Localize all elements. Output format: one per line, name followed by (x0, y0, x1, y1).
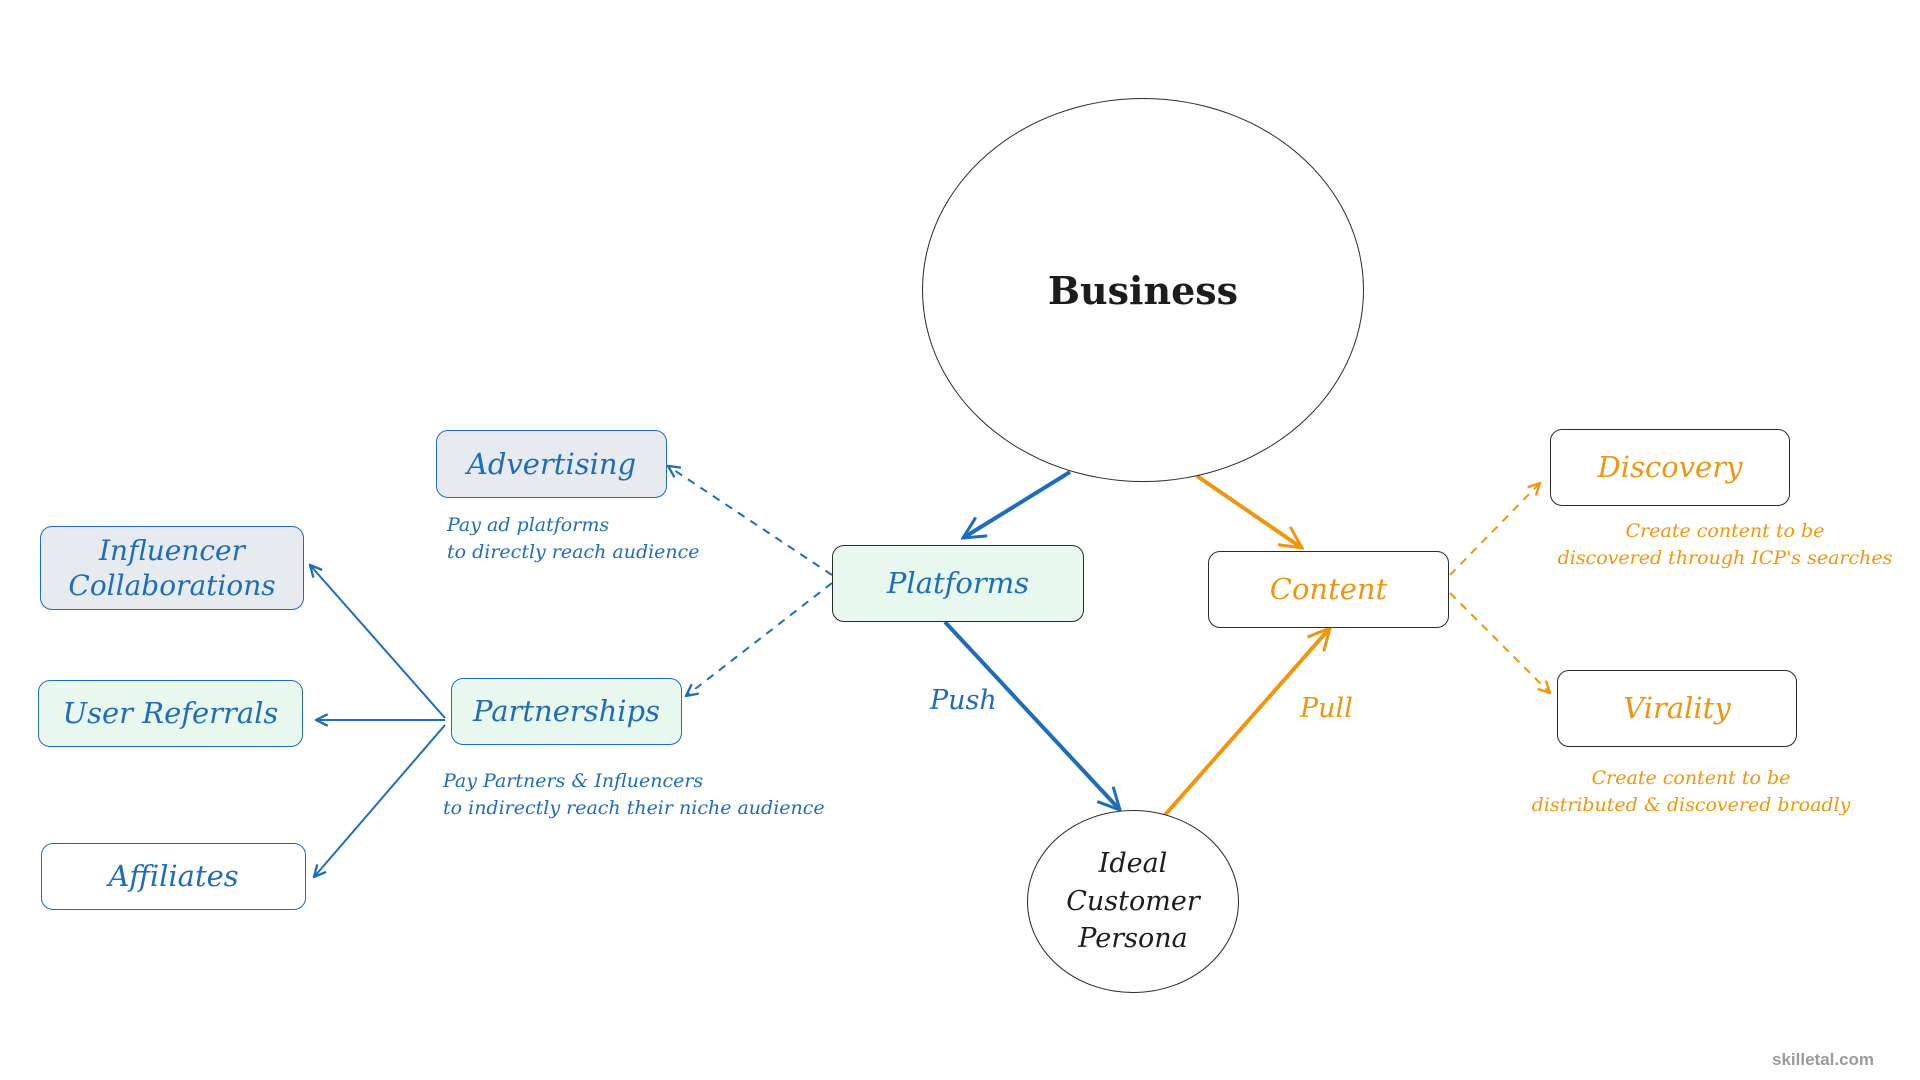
node-virality-label: Virality (1623, 691, 1731, 726)
node-influencer-collaborations: Influencer Collaborations (40, 526, 304, 610)
node-platforms-label: Platforms (886, 566, 1030, 601)
node-advertising: Advertising (436, 430, 667, 498)
edge-icp-content (1163, 628, 1330, 817)
node-business: Business (922, 98, 1364, 482)
node-advertising-label: Advertising (466, 446, 637, 481)
note-advertising: Pay ad platforms to directly reach audie… (447, 514, 700, 563)
note-partnerships: Pay Partners & Influencers to indirectly… (443, 770, 825, 819)
note-discovery: Create content to be discovered through … (1557, 520, 1893, 569)
node-business-label: Business (1047, 267, 1239, 313)
edge-business-platforms (963, 470, 1072, 538)
brand-watermark: skilletal.com (1772, 1050, 1875, 1069)
node-discovery: Discovery (1550, 429, 1790, 506)
edge-content-virality (1449, 592, 1550, 693)
edge-content-discovery (1449, 483, 1540, 576)
node-platforms: Platforms (832, 545, 1084, 622)
node-partnerships: Partnerships (451, 678, 682, 745)
node-virality: Virality (1557, 670, 1797, 747)
edge-label-push: Push (930, 685, 997, 716)
note-virality: Create content to be distributed & disco… (1531, 767, 1851, 816)
node-user-referrals-label: User Referrals (62, 696, 279, 731)
node-influencer-label: Influencer Collaborations (68, 534, 276, 602)
node-discovery-label: Discovery (1597, 450, 1743, 485)
node-icp: Ideal Customer Persona (1027, 810, 1239, 993)
edge-platforms-icp (943, 620, 1120, 810)
edge-business-content (1195, 474, 1302, 548)
node-content: Content (1208, 551, 1449, 628)
edge-label-pull: Pull (1300, 693, 1353, 724)
edge-partnerships-affiliates (314, 724, 446, 877)
node-partnerships-label: Partnerships (473, 694, 660, 729)
node-content-label: Content (1269, 572, 1388, 607)
edge-platforms-advertising (668, 466, 833, 576)
node-user-referrals: User Referrals (38, 680, 303, 747)
node-affiliates: Affiliates (41, 843, 306, 910)
edge-platforms-partnerships (686, 582, 833, 696)
node-affiliates-label: Affiliates (108, 859, 239, 894)
node-icp-label: Ideal Customer Persona (1066, 847, 1200, 955)
edge-partnerships-influencer (310, 565, 446, 719)
